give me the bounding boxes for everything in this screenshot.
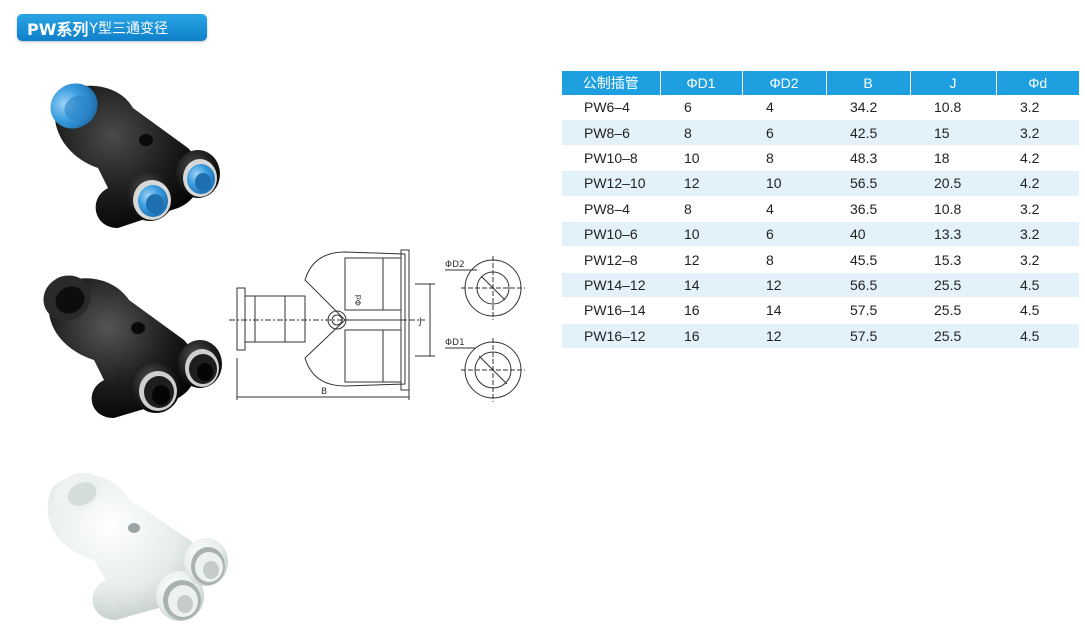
table-cell: 3.2 (996, 221, 1079, 248)
table-cell: 14 (660, 272, 742, 299)
table-cell: 42.5 (826, 119, 910, 146)
table-cell: 20.5 (910, 170, 996, 197)
table-cell: PW10–6 (562, 221, 660, 248)
table-cell: PW12–8 (562, 246, 660, 273)
table-cell: 8 (660, 119, 742, 146)
table-cell: 18 (910, 145, 996, 172)
table-cell: 10 (742, 170, 826, 197)
table-cell: 25.5 (910, 297, 996, 324)
table-cell: 15.3 (910, 246, 996, 273)
series-subtitle: Y型三通变径 (89, 20, 168, 37)
table-cell: 10.8 (910, 95, 996, 121)
dim-label-phid: Φd (354, 295, 363, 306)
table-cell: 3.2 (996, 119, 1079, 146)
table-cell: 14 (742, 297, 826, 324)
table-cell: 4.5 (996, 297, 1079, 324)
table-cell: PW6–4 (562, 95, 660, 121)
table-cell: PW14–12 (562, 272, 660, 299)
table-cell: 6 (742, 119, 826, 146)
table-cell: PW10–8 (562, 145, 660, 172)
dim-label-d2: ΦD2 (445, 260, 465, 270)
table-cell: 25.5 (910, 323, 996, 349)
table-cell: 4 (742, 196, 826, 222)
technical-drawing: B J Φd ΦD2 ΦD1 (225, 240, 535, 410)
table-cell: 16 (660, 323, 742, 349)
table-cell: 36.5 (826, 196, 910, 222)
table-cell: 10 (660, 221, 742, 248)
table-cell: 8 (660, 196, 742, 222)
table-cell: 3.2 (996, 196, 1079, 222)
table-cell: 16 (660, 297, 742, 324)
column-header: 公制插管 (562, 71, 661, 95)
dim-label-j: J (418, 317, 422, 327)
table-cell: 40 (826, 221, 910, 248)
column-header: J (910, 71, 997, 95)
table-cell: 57.5 (826, 323, 910, 349)
fitting-photo-white (30, 466, 230, 626)
column-header: Φd (996, 71, 1079, 95)
table-cell: PW8–6 (562, 119, 660, 146)
table-cell: 12 (742, 272, 826, 299)
table-cell: 57.5 (826, 297, 910, 324)
table-cell: 10.8 (910, 196, 996, 222)
series-name: PW系列 (27, 19, 89, 39)
table-cell: 10 (660, 145, 742, 172)
table-cell: PW16–14 (562, 297, 660, 324)
table-cell: 25.5 (910, 272, 996, 299)
table-cell: 56.5 (826, 272, 910, 299)
table-cell: 8 (742, 246, 826, 273)
table-cell: 13.3 (910, 221, 996, 248)
fitting-photo-black (34, 268, 224, 428)
dim-label-b: B (321, 387, 327, 397)
column-header: B (826, 71, 911, 95)
table-cell: 12 (660, 246, 742, 273)
table-cell: PW16–12 (562, 323, 660, 349)
table-cell: 3.2 (996, 95, 1079, 121)
column-header: ΦD1 (660, 71, 743, 95)
table-cell: 3.2 (996, 246, 1079, 273)
table-cell: 4.2 (996, 170, 1079, 197)
table-cell: 4 (742, 95, 826, 121)
table-cell: 4.2 (996, 145, 1079, 172)
table-cell: 4.5 (996, 272, 1079, 299)
table-cell: 6 (660, 95, 742, 121)
table-cell: 6 (742, 221, 826, 248)
table-cell: 12 (660, 170, 742, 197)
table-cell: 56.5 (826, 170, 910, 197)
table-cell: 45.5 (826, 246, 910, 273)
table-cell: 15 (910, 119, 996, 146)
dim-label-d1: ΦD1 (445, 338, 465, 348)
table-cell: 48.3 (826, 145, 910, 172)
series-title-badge: PW系列 Y型三通变径 (17, 14, 207, 41)
table-cell: PW12–10 (562, 170, 660, 197)
table-cell: 4.5 (996, 323, 1079, 349)
table-cell: 34.2 (826, 95, 910, 121)
column-header: ΦD2 (742, 71, 827, 95)
table-cell: PW8–4 (562, 196, 660, 222)
table-cell: 12 (742, 323, 826, 349)
fitting-photo-blue (38, 78, 228, 238)
table-cell: 8 (742, 145, 826, 172)
